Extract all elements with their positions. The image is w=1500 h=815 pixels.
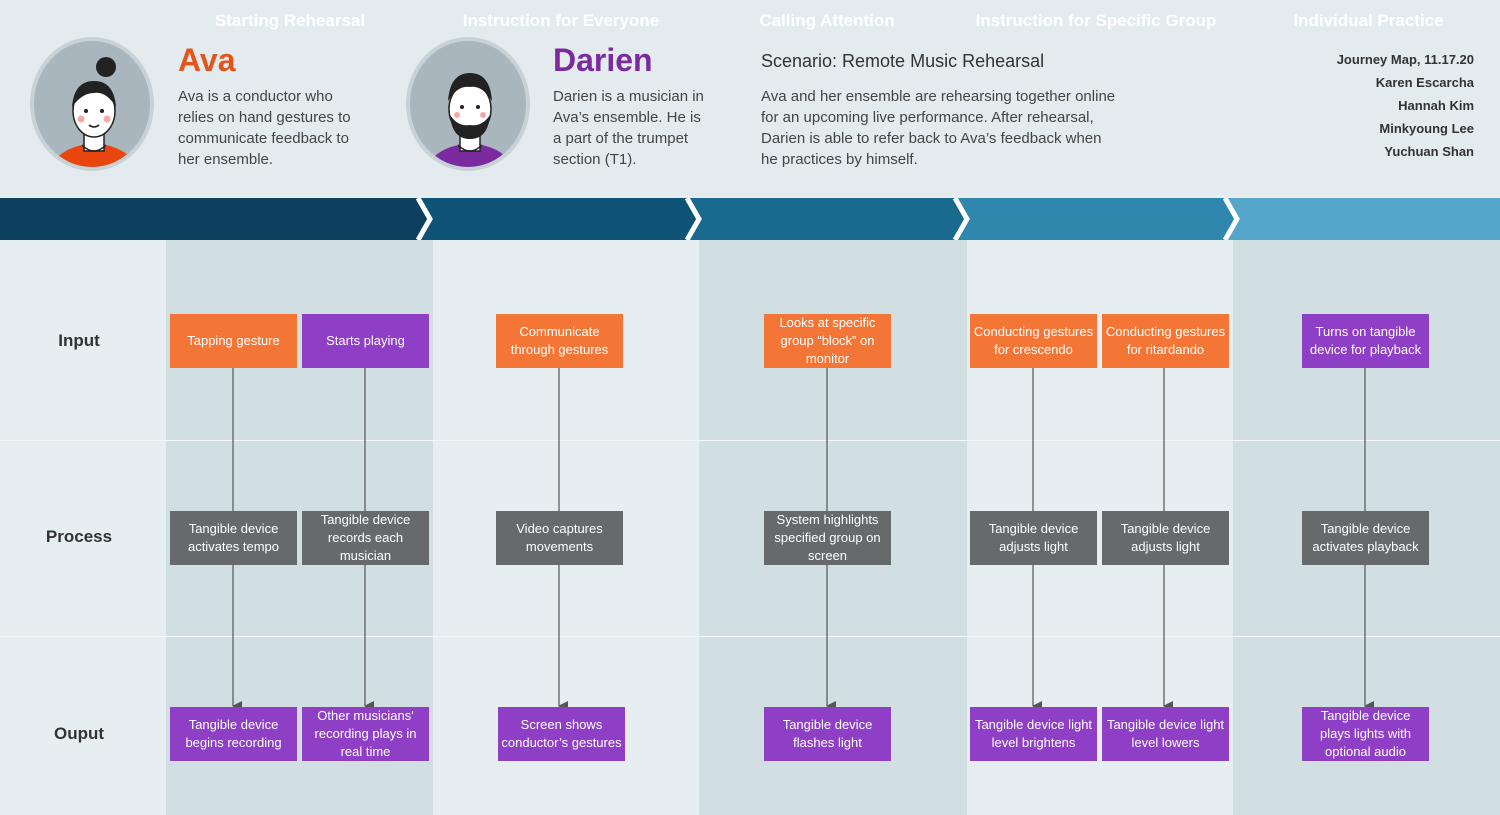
row-label-process: Process (45, 527, 113, 546)
process-box: Tangible device activates tempo (170, 511, 297, 565)
persona-description-darien: Darien is a musician in Ava’s ensemble. … (553, 88, 704, 168)
process-box: Tangible device activates playback (1302, 511, 1429, 565)
author-name: Minkyoung Lee (1379, 121, 1474, 136)
stage-chevron (0, 198, 430, 240)
stage-label-instruction-specific: Instruction for Specific Group (975, 11, 1217, 30)
input-box: Turns on tangible device for playback (1302, 314, 1429, 368)
stage-chevron (955, 198, 1237, 240)
row-divider (0, 440, 1500, 441)
header: Ava Ava is a conductor who relies on han… (0, 0, 1500, 195)
row-label-input: Input (58, 331, 100, 350)
input-box: Conducting gestures for ritardando (1102, 314, 1229, 368)
author-name: Hannah Kim (1398, 98, 1474, 113)
stage-label-calling-attention: Calling Attention (759, 11, 895, 30)
stage-label-starting-rehearsal: Starting Rehearsal (214, 11, 366, 30)
input-box: Conducting gestures for crescendo (970, 314, 1097, 368)
credits: Journey Map, 11.17.20 Karen Escarcha Han… (1337, 48, 1474, 163)
output-box: Tangible device begins recording (170, 707, 297, 761)
scenario-title: Scenario: Remote Music Rehearsal (761, 51, 1045, 71)
process-box: Tangible device records each musician (302, 511, 429, 565)
conductor-portrait-icon (50, 57, 138, 167)
input-box: Looks at specific group “block” on monit… (764, 314, 891, 368)
stage-chevron (687, 198, 967, 240)
persona-description-ava: Ava is a conductor who relies on hand ge… (178, 88, 351, 168)
stage-label-individual-practice: Individual Practice (1293, 11, 1444, 30)
darien-avatar (406, 37, 530, 171)
process-box: System highlights specified group on scr… (764, 511, 891, 565)
output-box: Tangible device flashes light (764, 707, 891, 761)
row-divider (0, 636, 1500, 637)
ava-avatar (30, 37, 154, 171)
persona-name-ava: Ava (178, 42, 236, 78)
output-box: Screen shows conductor’s gestures (498, 707, 625, 761)
stage-chevron (418, 198, 699, 240)
process-box: Tangible device adjusts light (1102, 511, 1229, 565)
output-box: Tangible device light level lowers (1102, 707, 1229, 761)
journey-map-date: Journey Map, 11.17.20 (1336, 52, 1474, 67)
input-box: Starts playing (302, 314, 429, 368)
scenario-description: Ava and her ensemble are rehearsing toge… (761, 88, 1116, 168)
author-name: Yuchuan Shan (1384, 144, 1474, 159)
process-box: Video captures movements (496, 511, 623, 565)
stage-chevron-bar (0, 198, 1500, 240)
persona-name-darien: Darien (553, 42, 653, 78)
input-box: Communicate through gestures (496, 314, 623, 368)
stage-label-instruction-everyone: Instruction for Everyone (462, 11, 660, 30)
musician-portrait-icon (426, 73, 514, 167)
process-box: Tangible device adjusts light (970, 511, 1097, 565)
row-label-output: Ouput (53, 724, 105, 743)
author-name: Karen Escarcha (1375, 75, 1474, 90)
stage-chevron (1225, 198, 1500, 240)
output-box: Tangible device plays lights with option… (1302, 707, 1429, 761)
output-box: Other musicians' recording plays in real… (302, 707, 429, 761)
input-box: Tapping gesture (170, 314, 297, 368)
output-box: Tangible device light level brightens (970, 707, 1097, 761)
